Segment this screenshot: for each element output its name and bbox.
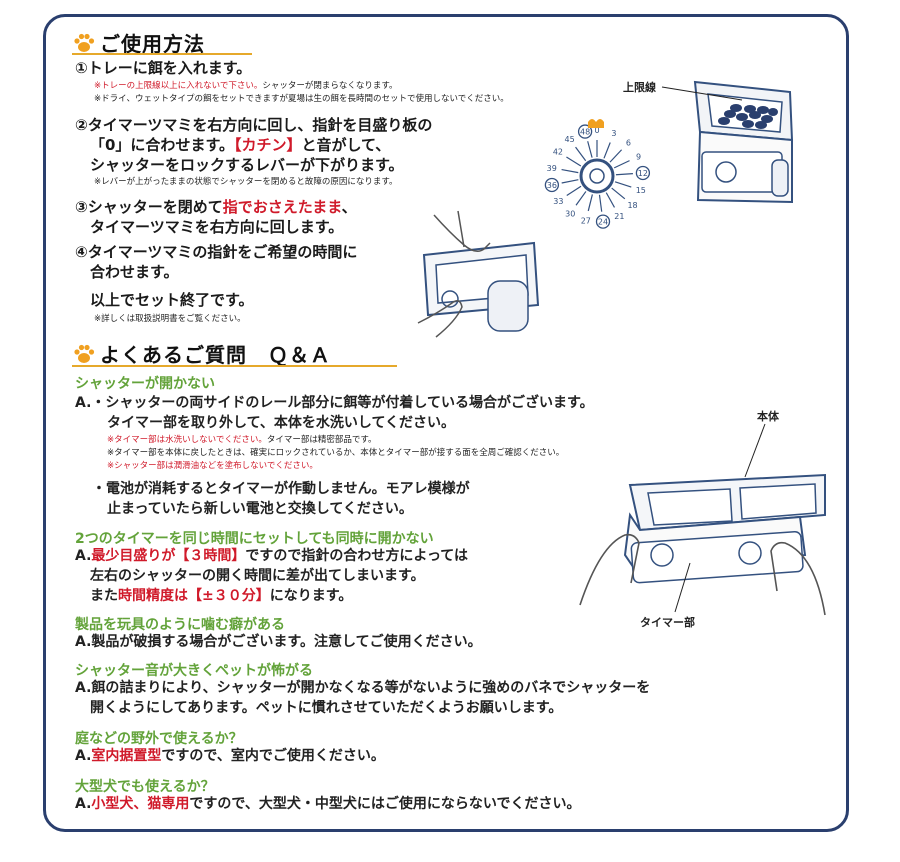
dial-number: 33: [553, 197, 563, 206]
dial-number: 6: [626, 138, 631, 147]
faq-heading: よくあるご質問 Ｑ＆Ａ: [72, 339, 331, 368]
q2-answer-line2: 左右のシャッターの開く時間に差が出てしまいます。: [90, 568, 425, 584]
q1-note1: ※タイマー部は水洗いしないでください。タイマー部は精密部品です。: [107, 435, 377, 445]
dial-number: 30: [565, 209, 575, 218]
dial-number: 27: [581, 217, 591, 226]
dial-number: 36: [547, 181, 557, 190]
dial-tick: [566, 185, 582, 197]
dial-tick: [609, 149, 623, 163]
q1-answer1-line1: A.・シャッターの両サイドのレール部分に餌等が付着している場合がございます。: [75, 395, 594, 411]
q1-answer1-line2: タイマー部を取り外して、本体を水洗いしてください。: [107, 415, 456, 431]
dial-number-circle: [577, 124, 593, 139]
dial-number-circle: [544, 177, 560, 193]
q3-question: 製品を玩具のように噛む癖がある: [75, 617, 285, 633]
q2-question: 2つのタイマーを同じ時間にセットしても同時に開かない: [75, 531, 434, 547]
q1-answer2-line2: 止まっていたら新しい電池と交換してください。: [107, 501, 413, 517]
faq-heading-rule: [72, 365, 397, 367]
dial-tick: [575, 146, 587, 162]
dial-paw-icon: [588, 119, 604, 128]
upper-line-label: 上限線: [623, 81, 656, 94]
feeder-body-illustration: [579, 473, 826, 616]
step2-line3: シャッターをロックするレバーが下がります。: [90, 156, 404, 174]
q2-answer-line3: また時間精度は【±３０分】になります。: [90, 588, 353, 604]
hand-feeder-illustration: [417, 210, 540, 338]
dial-tick: [561, 179, 579, 184]
dial-number: 15: [636, 186, 646, 195]
dial-tick: [613, 160, 630, 169]
dial-number: 3: [611, 129, 616, 138]
dial-number: 21: [614, 212, 624, 221]
paw-icon: [74, 33, 95, 52]
dial-tick: [566, 156, 582, 167]
manual-note: ※詳しくは取扱説明書をご覧ください。: [94, 314, 246, 324]
dial-tick: [615, 173, 633, 176]
dial-number-circle: [635, 165, 651, 181]
dial-tick: [587, 194, 593, 212]
q3-answer: A.製品が破損する場合がございます。注意してご使用ください。: [75, 634, 482, 650]
dial-tick: [614, 181, 632, 188]
usage-heading-rule: [72, 53, 252, 55]
dial-tick: [611, 187, 626, 200]
paw-icon: [74, 344, 95, 363]
step2-line1: ②タイマーツマミを右方向に回し、指針を目盛り板の: [75, 116, 433, 134]
step1-note1: ※トレーの上限線以上に入れないで下さい。シャッターが閉まらなくなります。: [94, 81, 398, 91]
body-label: 本体: [757, 410, 779, 423]
q4-answer-line2: 開くようにしてあります。ペットに慣れさせていただくようお願いします。: [90, 700, 563, 716]
dial-number: 18: [627, 201, 637, 210]
page-frame: [43, 14, 849, 832]
q2-answer-line1: A.最少目盛りが【３時間】ですので指針の合わせ方によっては: [75, 548, 469, 564]
q6-question: 大型犬でも使えるか？: [75, 779, 215, 795]
feeder-top-illustration: [693, 80, 794, 204]
upper-line-pointer: [661, 86, 743, 101]
dial-number: 24: [598, 218, 608, 227]
dial-knob: [589, 168, 605, 184]
q4-question: シャッター音が大きくペットが怖がる: [75, 663, 313, 679]
q5-answer: A.室内据置型ですので、室内でご使用ください。: [75, 748, 385, 764]
dial-tick: [603, 142, 611, 159]
usage-title: ご使用方法: [100, 32, 205, 56]
timer-part-pointer: [674, 562, 691, 613]
q5-question: 庭などの野外で使えるか？: [75, 731, 243, 747]
usage-heading: ご使用方法: [72, 28, 205, 57]
dial-tick: [561, 168, 579, 174]
step1-note2: ※ドライ、ウェットタイプの餌をセットできますが夏場は生の餌を長時間のセットで使用…: [94, 94, 509, 104]
timer-part-label: タイマー部: [640, 616, 695, 629]
dial-tick: [575, 191, 587, 206]
dial-tick: [587, 141, 593, 158]
dial-tick: [605, 192, 616, 208]
q1-note3: ※シャッター部は潤滑油などを塗布しないでください。: [107, 461, 318, 471]
dial-number: 48: [580, 128, 590, 137]
dial-ticks: [561, 140, 633, 212]
q1-note2: ※タイマー部を本体に戻したときは、確実にロックされているか、本体とタイマー部が接…: [107, 448, 565, 458]
dial-tick: [598, 194, 603, 212]
dial-number: 42: [553, 148, 563, 157]
setup-complete: 以上でセット終了です。: [90, 291, 254, 309]
q4-answer-line1: A.餌の詰まりにより、シャッターが開かなくなる等がないように強めのバネでシャッタ…: [75, 680, 651, 696]
step1-title: ①トレーに餌を入れます。: [75, 59, 252, 77]
dial-number: 0: [594, 126, 599, 135]
faq-title: よくあるご質問 Ｑ＆Ａ: [100, 343, 331, 367]
step4-line2: 合わせます。: [90, 263, 179, 281]
dial-number: 9: [636, 152, 641, 161]
dial-number: 45: [565, 135, 575, 144]
step3-line1: ③シャッターを閉めて指でおさえたまま、: [75, 198, 357, 216]
dial-number: 39: [547, 164, 557, 173]
dial-number-circle: [595, 214, 611, 229]
dial-number: 12: [638, 169, 648, 178]
step2-line2: 「0」に合わせます。【カチン】と音がして、: [90, 136, 391, 154]
step4-line1: ④タイマーツマミの指針をご希望の時間に: [75, 243, 358, 261]
q1-question: シャッターが開かない: [75, 376, 215, 392]
q1-answer2-line1: ・電池が消耗するとタイマーが作動しません。モアレ模様が: [92, 481, 470, 497]
step2-note: ※レバーが上がったままの状態でシャッターを閉めると故障の原因になります。: [94, 177, 398, 187]
body-pointer: [744, 423, 766, 478]
q6-answer: A.小型犬、猫専用ですので、大型犬・中型犬にはご使用にならないでください。: [75, 796, 581, 812]
step3-line2: タイマーツマミを右方向に回します。: [90, 218, 344, 236]
